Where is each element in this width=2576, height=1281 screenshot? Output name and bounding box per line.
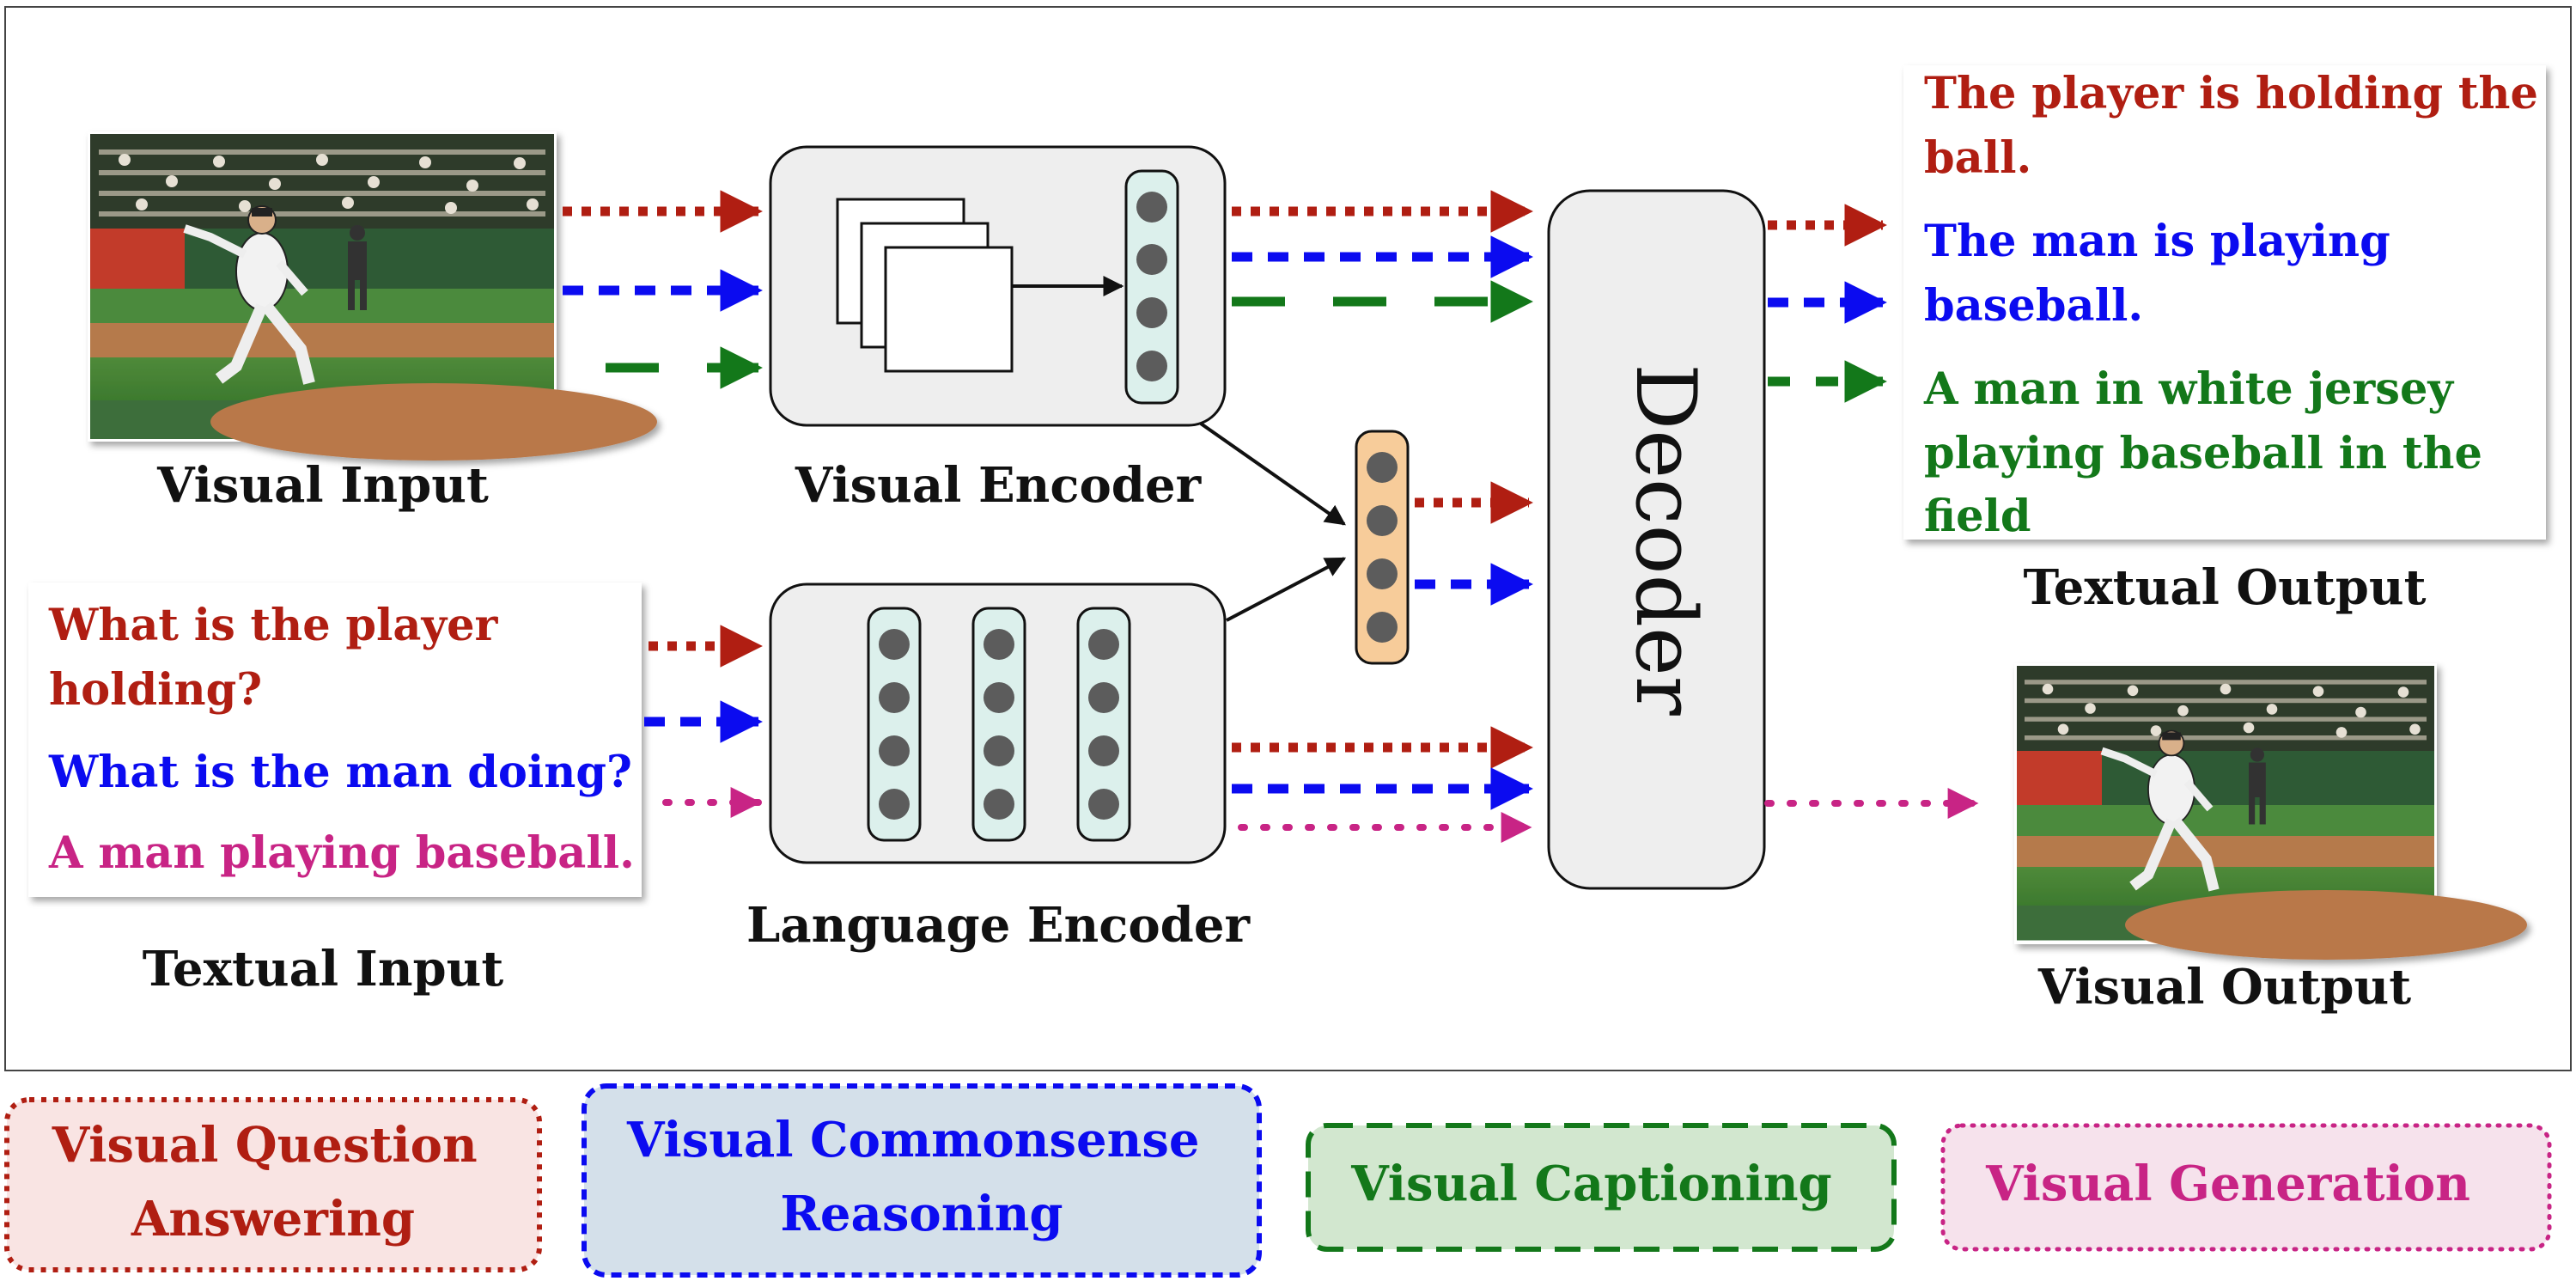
answer-caption: A man in white jersey playing baseball i…	[1923, 363, 2498, 542]
visual-feature-vector	[1124, 169, 1179, 405]
language-encoder-label: Language Encoder	[746, 897, 1251, 954]
task-vcr-label: Visual Commonsense Reasoning	[626, 1112, 1216, 1242]
feature-map-3	[884, 246, 1014, 373]
language-token-vector-2	[971, 607, 1026, 842]
task-vqa-label: Visual Question Answering	[52, 1117, 494, 1247]
prompt-generation: A man playing baseball.	[48, 827, 635, 879]
visual-output-label: Visual Output	[2037, 959, 2411, 1016]
visual-encoder-label: Visual Encoder	[795, 457, 1203, 514]
decoder-box	[1547, 189, 1766, 890]
answer-vqa: The player is holding the ball.	[1924, 68, 2554, 184]
task-generation-box	[1940, 1123, 2552, 1252]
decoder-label: Decoder	[1617, 363, 1714, 716]
textual-output-box	[1903, 65, 2546, 540]
question-vqa: What is the player holding?	[48, 600, 513, 716]
task-vcr-box	[582, 1083, 1262, 1278]
diagram-frame	[4, 6, 2572, 1071]
task-captioning-label: Visual Captioning	[1350, 1156, 1831, 1212]
fused-feature-vector	[1355, 430, 1410, 665]
task-captioning-box	[1306, 1123, 1897, 1252]
answer-vcr: The man is playing baseball.	[1924, 216, 2406, 332]
question-vcr: What is the man doing?	[48, 747, 632, 798]
lenc-to-fusion-arrow	[1226, 557, 1347, 622]
textual-input-label: Textual Input	[143, 941, 504, 997]
language-token-vector-1	[867, 607, 922, 842]
venc-to-fusion-arrow	[1199, 422, 1346, 526]
textual-input-box	[28, 583, 642, 897]
visual-input-image	[88, 131, 657, 461]
textual-output-label: Textual Output	[2024, 559, 2427, 616]
language-token-vector-3	[1076, 607, 1131, 842]
task-generation-label: Visual Generation	[1985, 1156, 2470, 1212]
visual-input-label: Visual Input	[156, 457, 489, 514]
task-vqa-box	[4, 1097, 542, 1272]
visual-output-image	[2014, 663, 2527, 960]
